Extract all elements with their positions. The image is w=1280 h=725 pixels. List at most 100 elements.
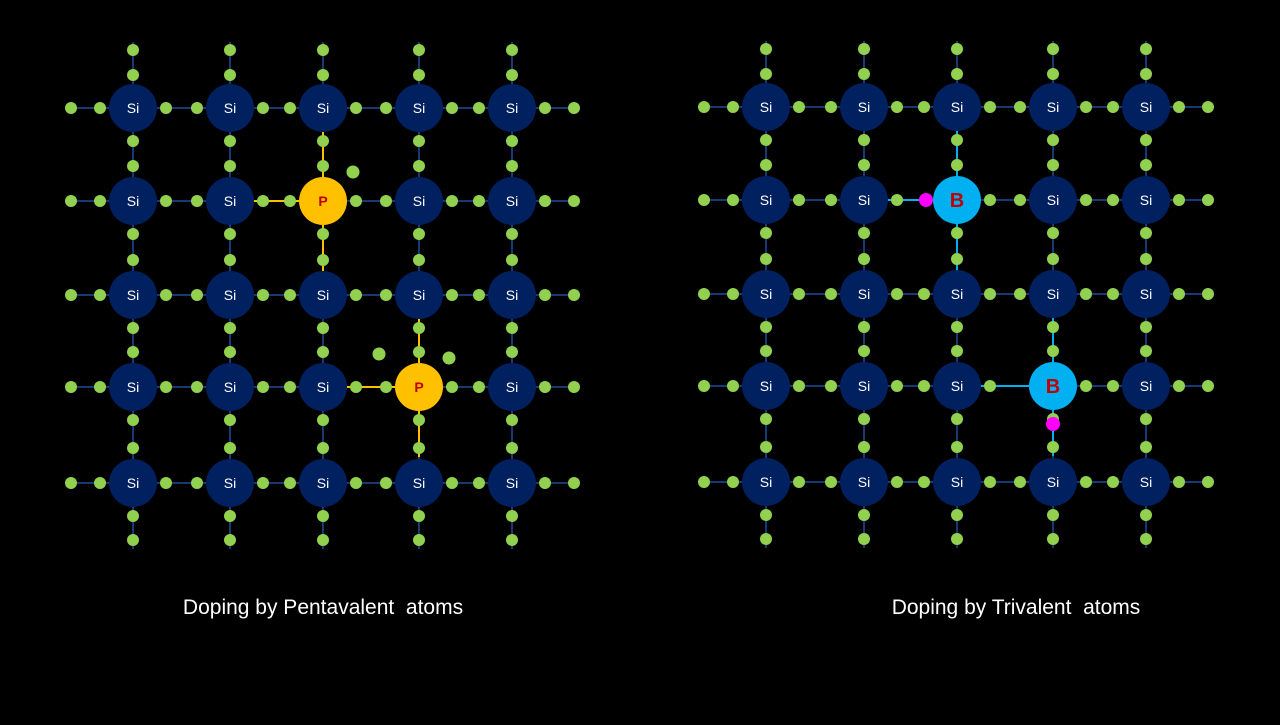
valence-electron bbox=[413, 160, 425, 172]
valence-electron bbox=[698, 288, 710, 300]
silicon-atom bbox=[742, 270, 790, 318]
valence-electron bbox=[191, 289, 203, 301]
silicon-label: Si bbox=[858, 286, 870, 302]
silicon-label: Si bbox=[1140, 99, 1152, 115]
valence-electron bbox=[127, 160, 139, 172]
silicon-atom bbox=[206, 177, 254, 225]
valence-electron bbox=[191, 381, 203, 393]
valence-electron bbox=[65, 102, 77, 114]
valence-electron bbox=[918, 476, 930, 488]
valence-electron bbox=[951, 413, 963, 425]
valence-electron bbox=[413, 69, 425, 81]
valence-electron bbox=[257, 102, 269, 114]
valence-electron bbox=[760, 321, 772, 333]
valence-electron bbox=[160, 289, 172, 301]
valence-electron bbox=[1047, 345, 1059, 357]
valence-electron bbox=[1140, 533, 1152, 545]
caption-pentavalent: Doping by Pentavalent atoms bbox=[182, 596, 464, 619]
valence-electron bbox=[380, 195, 392, 207]
valence-electron bbox=[224, 322, 236, 334]
valence-electron bbox=[760, 68, 772, 80]
caption-trivalent: Doping by Trivalent atoms bbox=[891, 596, 1141, 619]
free-electron bbox=[372, 347, 386, 361]
valence-electron bbox=[951, 441, 963, 453]
valence-electron bbox=[1014, 101, 1026, 113]
silicon-label: Si bbox=[506, 100, 518, 116]
valence-electron bbox=[539, 477, 551, 489]
valence-electron bbox=[825, 288, 837, 300]
valence-electron bbox=[793, 380, 805, 392]
silicon-label: Si bbox=[1140, 474, 1152, 490]
silicon-label: Si bbox=[951, 99, 963, 115]
valence-electron bbox=[984, 476, 996, 488]
silicon-label: Si bbox=[760, 474, 772, 490]
valence-electron bbox=[257, 195, 269, 207]
valence-electron bbox=[473, 477, 485, 489]
valence-electron bbox=[224, 510, 236, 522]
valence-electron bbox=[224, 414, 236, 426]
valence-electron bbox=[951, 68, 963, 80]
silicon-label: Si bbox=[224, 475, 236, 491]
valence-electron bbox=[506, 534, 518, 546]
silicon-atom bbox=[395, 84, 443, 132]
valence-electron bbox=[413, 442, 425, 454]
silicon-label: Si bbox=[127, 379, 139, 395]
silicon-label: Si bbox=[951, 286, 963, 302]
valence-electron bbox=[760, 227, 772, 239]
valence-electron bbox=[380, 289, 392, 301]
valence-electron bbox=[191, 477, 203, 489]
valence-electron bbox=[160, 477, 172, 489]
valence-electron bbox=[317, 160, 329, 172]
silicon-atom bbox=[933, 458, 981, 506]
silicon-atom bbox=[840, 270, 888, 318]
silicon-atom bbox=[933, 270, 981, 318]
silicon-atom bbox=[109, 84, 157, 132]
silicon-label: Si bbox=[317, 475, 329, 491]
valence-electron bbox=[413, 254, 425, 266]
silicon-atom bbox=[840, 458, 888, 506]
silicon-label: Si bbox=[413, 193, 425, 209]
valence-electron bbox=[127, 69, 139, 81]
silicon-atom bbox=[933, 362, 981, 410]
valence-electron bbox=[1014, 194, 1026, 206]
valence-electron bbox=[224, 346, 236, 358]
valence-electron bbox=[224, 534, 236, 546]
valence-electron bbox=[727, 194, 739, 206]
valence-electron bbox=[413, 414, 425, 426]
valence-electron bbox=[1047, 227, 1059, 239]
valence-electron bbox=[506, 346, 518, 358]
valence-electron bbox=[1047, 321, 1059, 333]
valence-electron bbox=[413, 346, 425, 358]
valence-electron bbox=[446, 381, 458, 393]
valence-electron bbox=[506, 510, 518, 522]
valence-electron bbox=[951, 253, 963, 265]
valence-electron bbox=[413, 44, 425, 56]
valence-electron bbox=[727, 476, 739, 488]
silicon-label: Si bbox=[317, 379, 329, 395]
valence-electron bbox=[1173, 476, 1185, 488]
valence-electron bbox=[858, 321, 870, 333]
silicon-atom bbox=[206, 459, 254, 507]
valence-electron bbox=[224, 254, 236, 266]
valence-electron bbox=[539, 195, 551, 207]
valence-electron bbox=[506, 228, 518, 240]
valence-electron bbox=[984, 194, 996, 206]
valence-electron bbox=[506, 44, 518, 56]
valence-electron bbox=[984, 380, 996, 392]
valence-electron bbox=[127, 442, 139, 454]
valence-electron bbox=[257, 477, 269, 489]
valence-electron bbox=[1140, 321, 1152, 333]
silicon-atom bbox=[1029, 270, 1077, 318]
valence-electron bbox=[224, 160, 236, 172]
valence-electron bbox=[760, 159, 772, 171]
valence-electron bbox=[825, 476, 837, 488]
silicon-atom bbox=[299, 271, 347, 319]
valence-electron bbox=[1107, 476, 1119, 488]
valence-electron bbox=[825, 101, 837, 113]
valence-electron bbox=[760, 253, 772, 265]
valence-electron bbox=[127, 135, 139, 147]
valence-electron bbox=[257, 381, 269, 393]
valence-electron bbox=[858, 227, 870, 239]
valence-electron bbox=[793, 288, 805, 300]
